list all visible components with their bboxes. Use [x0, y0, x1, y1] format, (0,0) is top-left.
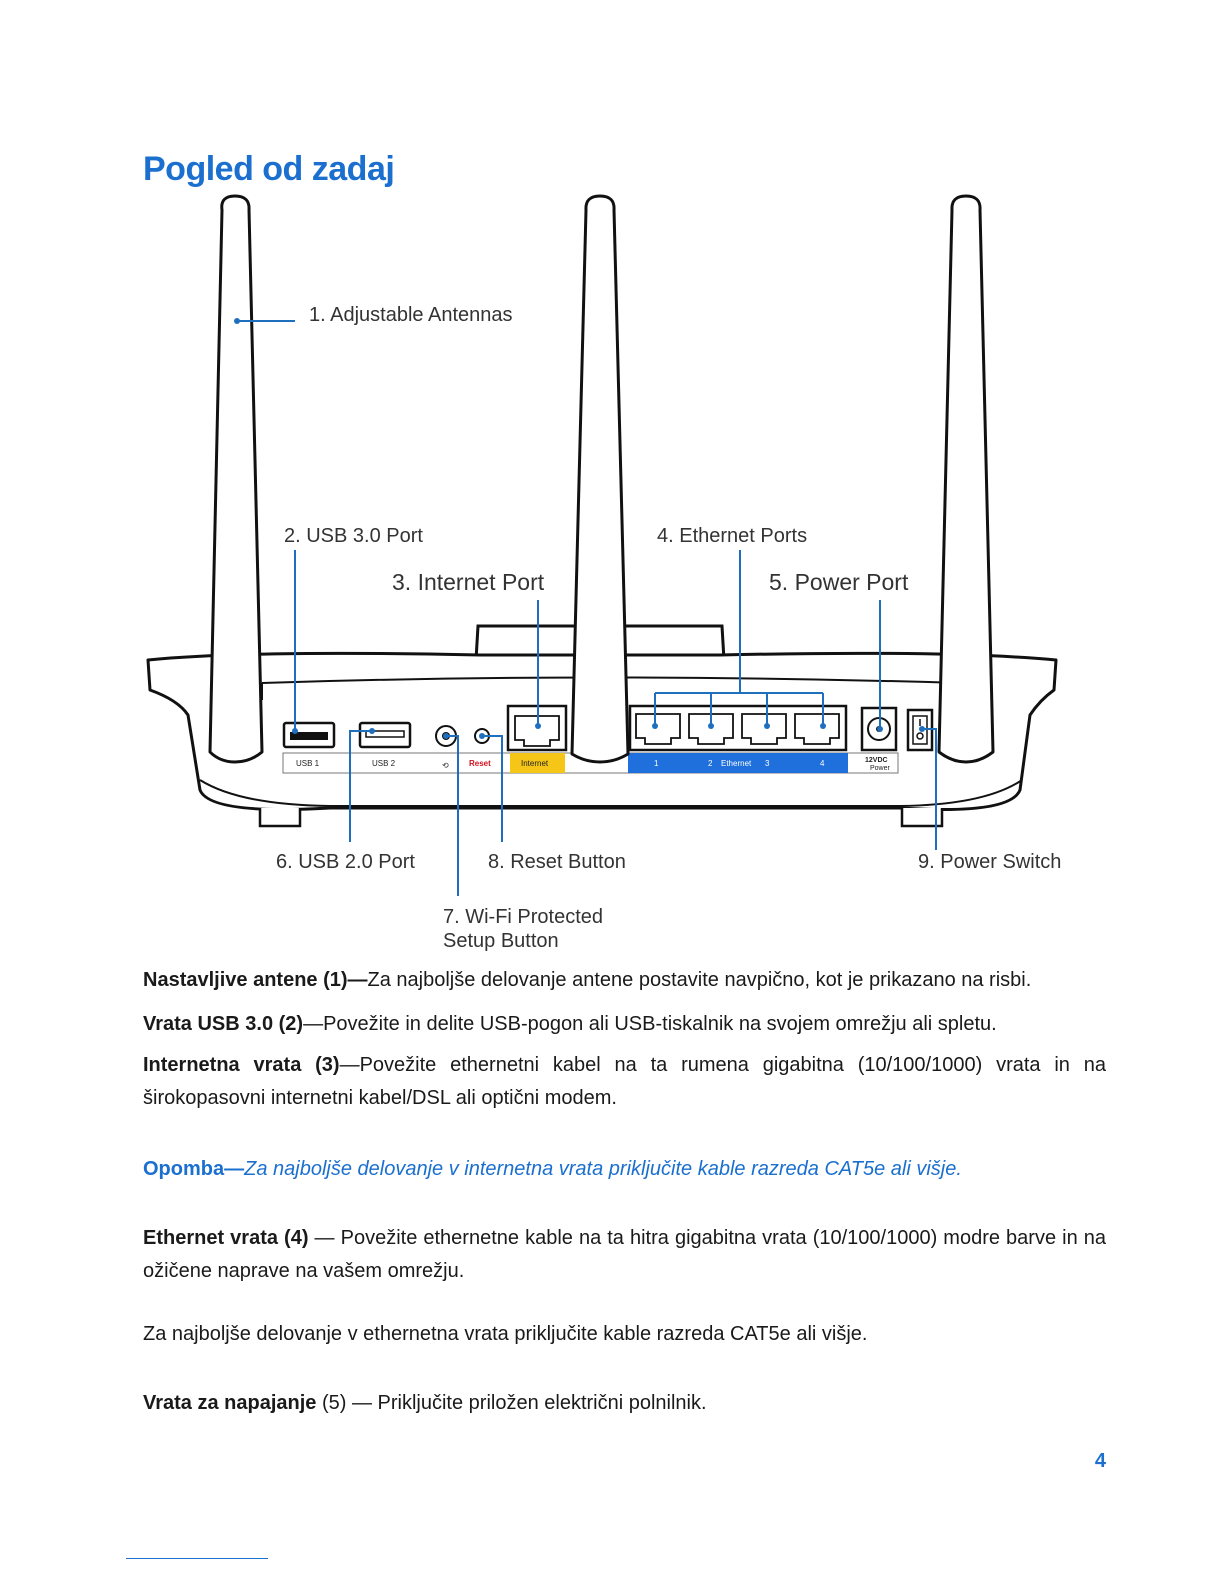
callout-power-switch: 9. Power Switch — [918, 851, 1061, 873]
leader-lines — [234, 318, 937, 896]
antenna-center — [570, 194, 630, 764]
panel-label-eth4: 4 — [820, 759, 825, 768]
callout-power-port: 5. Power Port — [769, 569, 909, 595]
callout-usb30-port: 2. USB 3.0 Port — [284, 525, 423, 547]
panel-label-eth2: 2 — [708, 759, 713, 768]
panel-label-12vdc: 12VDC — [865, 757, 888, 764]
panel-label-usb2: USB 2 — [372, 759, 396, 768]
antennas — [208, 194, 995, 764]
panel-label-internet: Internet — [521, 759, 549, 768]
antennas-text: Za najboljše delovanje antene postavite … — [367, 969, 1032, 991]
usb30-description: Vrata USB 3.0 (2)—Povežite in delite USB… — [143, 1008, 1106, 1041]
panel-label-eth1: 1 — [654, 759, 659, 768]
panel-label-power: Power — [870, 765, 891, 772]
internet-description: Internetna vrata (3)—Povežite ethernetni… — [143, 1049, 1106, 1115]
callouts: 1. Adjustable Antennas 2. USB 3.0 Port 3… — [276, 304, 1061, 952]
ethernet-tip: Za najboljše delovanje v ethernetna vrat… — [143, 1318, 1106, 1351]
ethernet-description: Ethernet vrata (4) — Povežite ethernetne… — [143, 1222, 1106, 1288]
antennas-description: Nastavljive antene (1)—Za najboljše delo… — [143, 964, 1106, 997]
panel-label-reset: Reset — [469, 759, 491, 768]
callout-adjustable-antennas: 1. Adjustable Antennas — [309, 304, 513, 326]
internet-text: —Povežite ethernetni kabel na ta rumena … — [143, 1054, 1106, 1109]
internet-heading: Internetna vrata (3) — [143, 1054, 340, 1076]
page-title: Pogled od zadaj — [143, 150, 395, 188]
callout-wps-line1: 7. Wi-Fi Protected — [443, 906, 603, 928]
note-paragraph: Opomba—Za najboljše delovanje v internet… — [143, 1153, 1106, 1186]
router-rear-view-diagram: USB 1 USB 2 ⟲ Reset Internet 1 2 Etherne… — [146, 194, 1061, 952]
panel-labels: USB 1 USB 2 ⟲ Reset Internet 1 2 Etherne… — [296, 757, 891, 772]
ethernet-text: — Povežite ethernetne kable na ta hitra … — [143, 1227, 1106, 1282]
panel-label-ethernet: Ethernet — [721, 759, 752, 768]
power-heading: Vrata za napajanje — [143, 1392, 317, 1414]
callout-wps-line2: Setup Button — [443, 930, 559, 952]
antennas-heading: Nastavljive antene (1)— — [143, 969, 368, 991]
internet-port-label-band — [510, 753, 565, 773]
usb30-heading: Vrata USB 3.0 (2) — [143, 1013, 304, 1035]
panel-label-usb1: USB 1 — [296, 759, 320, 768]
callout-internet-port: 3. Internet Port — [392, 569, 545, 595]
ethernet-label-band — [628, 753, 848, 773]
power-description: Vrata za napajanje (5) — Priključite pri… — [143, 1387, 1106, 1420]
power-text: (5) — Priključite priložen električni po… — [316, 1392, 707, 1414]
usb30-text: —Povežite in delite USB-pogon ali USB-ti… — [303, 1013, 997, 1035]
antenna-right — [937, 194, 995, 764]
callout-reset-button: 8. Reset Button — [488, 851, 626, 873]
callout-ethernet-ports: 4. Ethernet Ports — [657, 525, 807, 547]
ethernet-tip-text: Za najboljše delovanje v ethernetna vrat… — [143, 1323, 868, 1345]
footnote-rule — [126, 1558, 268, 1559]
callout-usb20-port: 6. USB 2.0 Port — [276, 851, 415, 873]
panel-label-eth3: 3 — [765, 759, 770, 768]
wps-symbol: ⟲ — [442, 761, 449, 770]
note-heading: Opomba— — [143, 1158, 245, 1180]
ethernet-ports — [628, 704, 848, 752]
page-number: 4 — [1094, 1450, 1106, 1472]
antenna-left — [208, 194, 264, 764]
note-text: Za najboljše delovanje v internetna vrat… — [244, 1158, 962, 1180]
ethernet-heading: Ethernet vrata (4) — [143, 1227, 309, 1249]
